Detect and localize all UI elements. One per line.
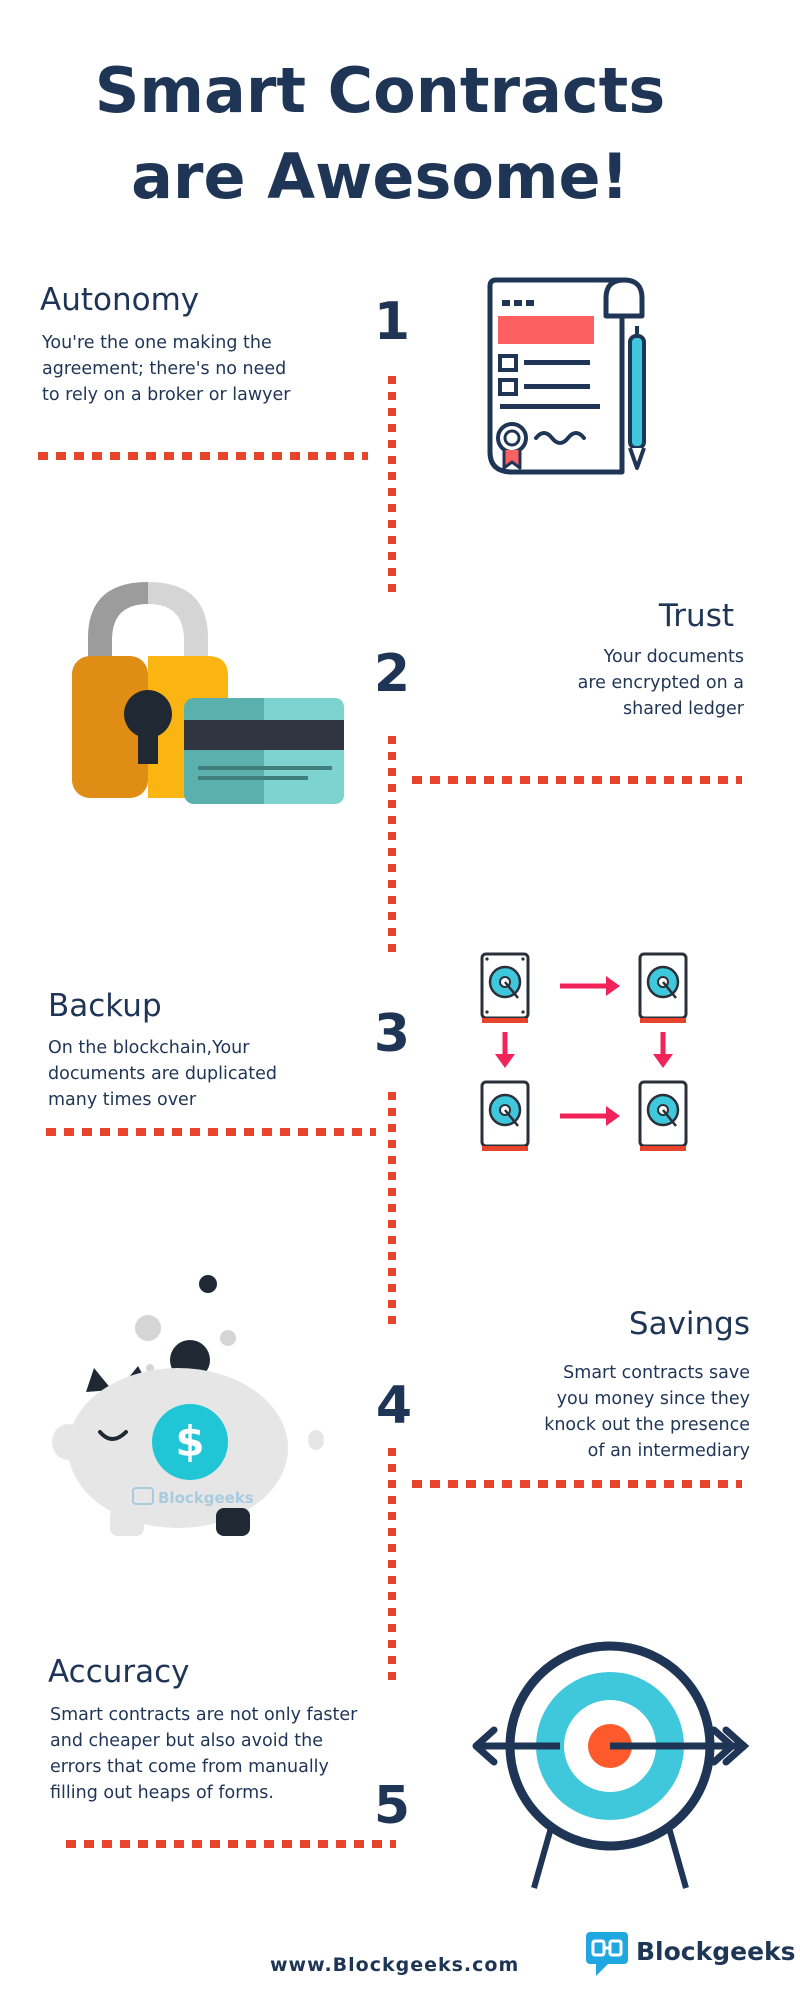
divider-horizontal-3	[46, 1128, 376, 1136]
divider-horizontal-2	[412, 776, 742, 784]
contract-document-pen-icon	[487, 277, 646, 475]
footer-url[interactable]: www.Blockgeeks.com	[270, 1954, 520, 1976]
timeline-vertical-1	[388, 376, 396, 600]
autonomy-text: You're the one making the agreement; the…	[42, 333, 291, 405]
accuracy-text: Smart contracts are not only faster and …	[50, 1705, 358, 1803]
step-number-5: 5	[373, 1776, 411, 1836]
footer-brand-name: Blockgeeks	[636, 1937, 796, 1966]
padlock-card-icon	[72, 582, 344, 804]
piggy-bank-dollar-icon: $ Blockgeeks	[52, 1275, 324, 1536]
divider-horizontal-1	[38, 452, 368, 460]
footer-brand-logo: Blockgeeks	[584, 1930, 796, 1978]
step-number-2: 2	[373, 644, 411, 704]
title-line-2: are Awesome!	[131, 140, 629, 213]
divider-horizontal-5	[66, 1840, 396, 1848]
savings-text: Smart contracts save you money since the…	[544, 1363, 750, 1461]
divider-horizontal-4	[412, 1480, 742, 1488]
piggy-watermark-text: Blockgeeks	[158, 1489, 254, 1507]
trust-text: Your documents are encrypted on a shared…	[577, 647, 744, 719]
timeline-vertical-3	[388, 1092, 396, 1332]
autonomy-heading: Autonomy	[40, 282, 200, 318]
target-arrow-icon	[472, 1641, 750, 1889]
step-number-1: 1	[373, 292, 411, 352]
title-line-1: Smart Contracts	[94, 54, 666, 127]
savings-heading: Savings	[628, 1306, 750, 1342]
step-number-4: 4	[375, 1376, 413, 1436]
svg-text:$: $	[175, 1417, 204, 1466]
step-number-3: 3	[373, 1004, 411, 1064]
accuracy-heading: Accuracy	[48, 1654, 190, 1690]
backup-heading: Backup	[48, 988, 162, 1024]
hard-drive-duplication-icon	[480, 952, 688, 1151]
page-title: Smart Contracts are Awesome!	[0, 48, 760, 220]
timeline-vertical-4	[388, 1448, 396, 1688]
trust-heading: Trust	[658, 598, 734, 634]
blockgeeks-logo-icon	[586, 1932, 628, 1976]
backup-text: On the blockchain,Your documents are dup…	[48, 1038, 277, 1110]
timeline-vertical-2	[388, 736, 396, 960]
